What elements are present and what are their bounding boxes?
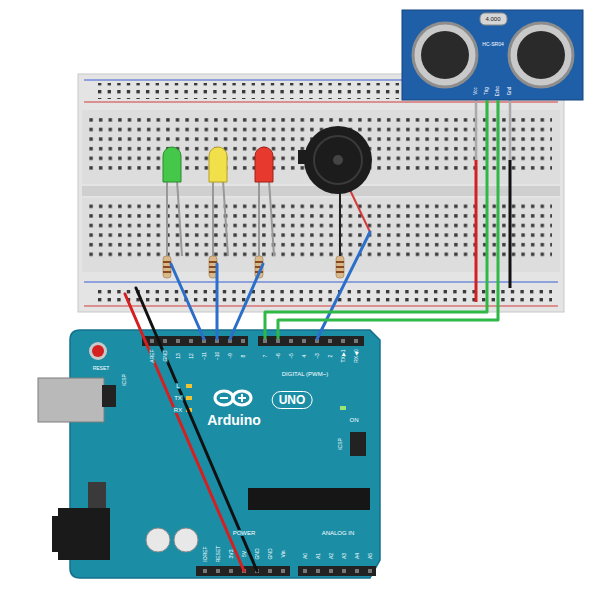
- board-marking: 5V: [242, 550, 247, 558]
- board-marking: ~5: [289, 352, 294, 360]
- board-marking: L: [175, 383, 180, 389]
- board-marking: ICSP: [338, 437, 343, 451]
- board-marking: 8: [241, 354, 246, 359]
- board-marking: ON: [349, 417, 360, 423]
- board-marking: ~3: [315, 352, 320, 360]
- board-marking: ~10: [215, 351, 220, 361]
- sensor-module: HC-SR04: [402, 10, 583, 100]
- crystal-marking: 4.000: [485, 16, 500, 22]
- wire-red: [475, 160, 478, 302]
- part-name: Arduino: [207, 413, 261, 427]
- breadboard: [78, 74, 564, 312]
- board-marking: 12: [189, 352, 194, 360]
- wire-red: [125, 294, 244, 571]
- board-marking: GND: [268, 547, 273, 560]
- model-name: UNO: [272, 391, 313, 409]
- board-marking: RX: [173, 407, 183, 413]
- board-marking: GND: [163, 349, 168, 362]
- board-marking: A5: [368, 552, 373, 560]
- board-marking: ~11: [202, 351, 207, 361]
- board-marking: RESET: [92, 366, 111, 371]
- pin-name: Gnd: [508, 87, 513, 96]
- resistor-bands: [163, 261, 344, 273]
- wire-black: [136, 288, 257, 571]
- board-marking: POWER: [232, 530, 257, 536]
- board-marking: A1: [316, 552, 321, 560]
- board-marking: AREF: [150, 348, 155, 363]
- board-marking: TX: [173, 395, 183, 401]
- pin-name: Vcc: [474, 87, 479, 95]
- microcontroller-board: Arduino UNO: [70, 330, 380, 578]
- led-red: [255, 147, 274, 256]
- board-marking: RX◀0: [354, 348, 359, 364]
- board-marking: 2: [328, 354, 333, 359]
- board-marking: A4: [355, 552, 360, 560]
- board-marking: TX▶1: [341, 348, 346, 363]
- signal-wire: [278, 100, 498, 339]
- ultrasonic-sensor: [402, 10, 583, 160]
- board-marking: A3: [342, 552, 347, 560]
- pin-name: Echo: [496, 86, 501, 96]
- board-marking: DIGITAL (PWM~): [281, 371, 330, 377]
- board-marking: A2: [329, 552, 334, 560]
- board-marking: Vin: [281, 549, 286, 558]
- wire-blue: [230, 264, 263, 339]
- board-marking: ICSP: [122, 373, 127, 387]
- part-name: HC-SR04: [482, 42, 503, 47]
- board-marking: ~9: [228, 352, 233, 360]
- led-yellow: [209, 147, 228, 256]
- wire-blue: [171, 264, 204, 339]
- pin-name: Trig: [485, 87, 490, 95]
- wire-black: [509, 160, 512, 288]
- board-marking: ~6: [276, 352, 281, 360]
- board-marking: 13: [176, 352, 181, 360]
- arduino-board: [38, 330, 380, 578]
- board-marking: IOREF: [203, 545, 208, 562]
- board-marking: ANALOG IN: [321, 530, 356, 536]
- wire-blue: [317, 232, 370, 339]
- wire-blue: [216, 264, 219, 339]
- buzzer: [298, 126, 372, 256]
- resistor-symbol: [163, 256, 344, 278]
- header-pins: [150, 339, 372, 573]
- board-marking: A0: [303, 552, 308, 560]
- signal-wire: [265, 100, 487, 339]
- board-marking: 7: [263, 354, 268, 359]
- board-marking: GND: [255, 547, 260, 560]
- board-marking: RESET: [216, 545, 221, 564]
- board-marking: 4: [302, 354, 307, 359]
- led-green: [163, 147, 182, 256]
- board-marking: 3V3: [229, 549, 234, 560]
